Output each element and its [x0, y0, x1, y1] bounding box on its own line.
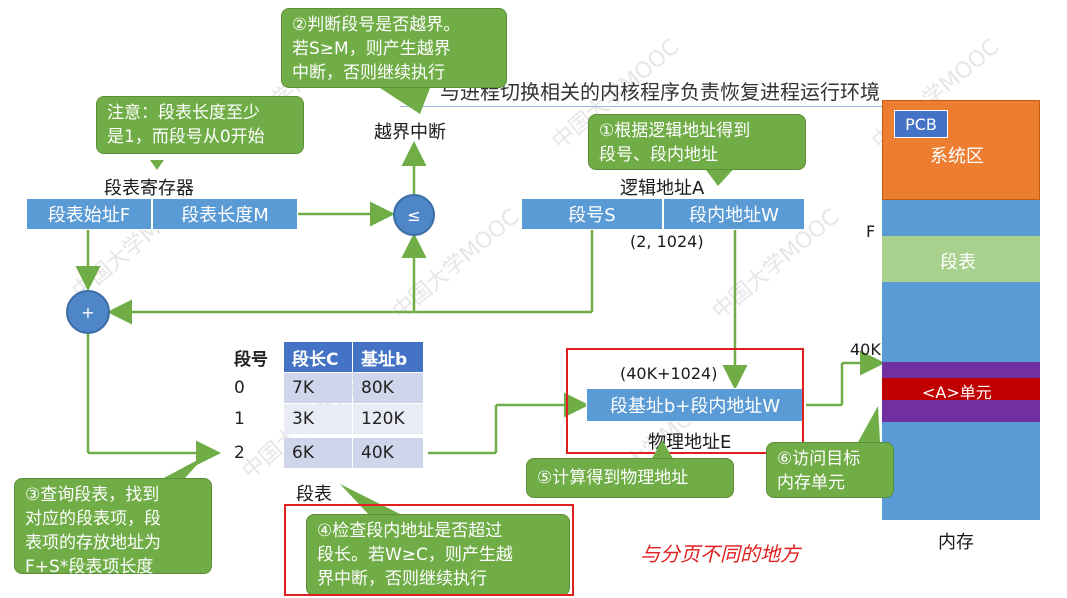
out-of-bounds-label: 越界中断: [374, 122, 446, 143]
seg-table-row-0-len: 7K: [284, 373, 352, 403]
logical-title: 逻辑地址A: [620, 178, 705, 199]
memory-unit-a: [882, 378, 1040, 400]
compare-node: ≤: [393, 194, 435, 236]
callout-step2: ②判断段号是否越界。 若S≥M，则产生越界 中断，否则继续执行: [281, 8, 507, 88]
step4-highlight-box: [284, 504, 574, 596]
callout-note: 注意：段表长度至少 是1，而段号从0开始: [96, 96, 304, 154]
seg-table-row-2-no: 2: [234, 443, 245, 463]
callout-step1: ①根据逻辑地址得到 段号、段内地址: [588, 114, 806, 170]
callout-step6: ⑥访问目标 内存单元: [766, 442, 894, 498]
seg-table-row-1-base: 120K: [353, 404, 423, 434]
seg-table-header-base: 基址b: [353, 342, 423, 372]
seg-table-row-1-no: 1: [234, 409, 245, 429]
seg-table-row-0-base: 80K: [353, 373, 423, 403]
seg-table-row-0-no: 0: [234, 378, 245, 398]
register-title: 段表寄存器: [104, 178, 194, 199]
memory-f-label: F: [866, 222, 876, 241]
logical-example: (2, 1024): [630, 232, 704, 251]
add-node: +: [66, 290, 110, 334]
seg-table-header-len: 段长C: [284, 342, 352, 372]
callout-step4: ④检查段内地址是否超过 段长。若W≥C，则产生越 界中断，否则继续执行: [306, 514, 570, 596]
seg-table-row-1-len: 3K: [284, 404, 352, 434]
seg-table-row-2-base: 40K: [353, 438, 423, 468]
memory-system-area-label: 系统区: [930, 146, 984, 167]
register-length-cell: 段表长度M: [152, 198, 298, 230]
top-line-text: 与进程切换相关的内核程序负责恢复进程运行环境: [440, 80, 880, 104]
register-start-cell: 段表始址F: [26, 198, 152, 230]
memory-caption: 内存: [938, 532, 974, 553]
memory-seg-table-block: [882, 236, 1040, 282]
physical-formula-cell: 段基址b+段内地址W: [586, 388, 804, 422]
seg-table-row-2-len: 6K: [284, 438, 352, 468]
physical-example: (40K+1024): [620, 364, 718, 383]
physical-highlight-box: [566, 348, 804, 454]
memory-unit-a-label: <A>单元: [922, 383, 992, 402]
memory-40k-label: 40K: [850, 340, 881, 359]
seg-table-header-no: 段号: [234, 349, 268, 370]
seg-table-caption: 段表: [296, 484, 332, 505]
callout-step3: ③查询段表，找到 对应的段表项，段 表项的存放地址为 F+S*段表项长度: [14, 478, 212, 577]
memory-pcb: PCB: [894, 110, 948, 138]
logical-offset-cell: 段内地址W: [663, 198, 805, 230]
top-underline: [400, 106, 890, 107]
callout-step5: ⑤计算得到物理地址: [526, 458, 734, 498]
memory-seg-table-label: 段表: [940, 252, 976, 273]
physical-title: 物理地址E: [648, 432, 732, 453]
logical-seg-cell: 段号S: [521, 198, 663, 230]
difference-note: 与分页不同的地方: [640, 542, 800, 566]
